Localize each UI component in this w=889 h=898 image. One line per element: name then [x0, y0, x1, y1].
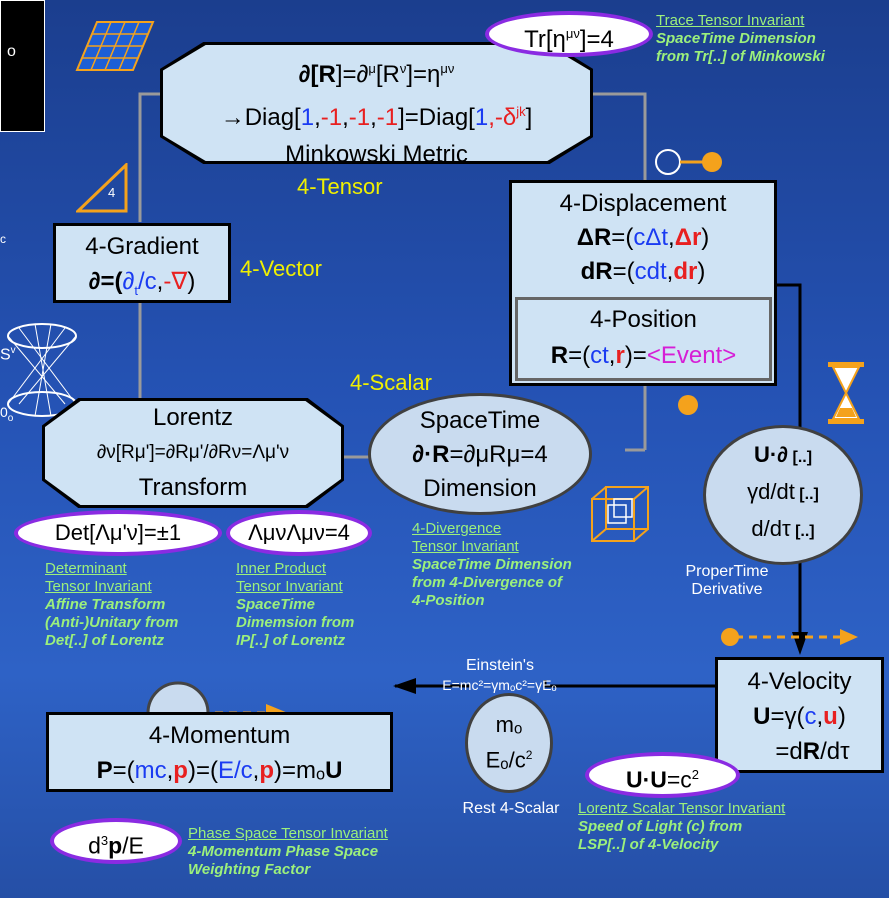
- position-formula: R=(ct,r)=<Event>: [550, 342, 737, 369]
- grid-icon: [75, 21, 155, 71]
- left-edge-zero: 0o: [0, 404, 14, 424]
- tensor-line-2: →Diag[1,-1,-1,-1]=Diag[1,-δjk]: [220, 104, 533, 131]
- left-panel: o: [0, 0, 45, 132]
- velocity-derivative: =dR/dτ: [775, 738, 850, 765]
- uop-line-2: γd/dt [..]: [747, 479, 819, 504]
- momentum-title: 4-Momentum: [148, 722, 291, 749]
- rest-energy: Eₒ/c2: [485, 747, 533, 773]
- rest-mass: mₒ: [495, 712, 523, 737]
- spacetime-title: SpaceTime: [419, 407, 541, 434]
- spacetime-formula: ∂·R=∂μRμ=4: [412, 441, 548, 468]
- lorentz-transform-box[interactable]: [42, 398, 344, 508]
- tensor-line-1: ∂[R]=∂μ[Rν]=ημν: [298, 61, 455, 88]
- velocity-formula: U=γ(c,u): [753, 703, 846, 730]
- label-4-tensor: 4-Tensor: [297, 174, 383, 199]
- rest-scalar-label: Rest 4-Scalar: [462, 800, 560, 817]
- lorentz-subtitle: Transform: [138, 474, 248, 501]
- spacetime-dimension-ellipse[interactable]: SpaceTime ∂·R=∂μRμ=4 Dimension: [368, 393, 592, 515]
- 4-position-box[interactable]: 4-Position R=(ct,r)=<Event>: [515, 297, 772, 381]
- determinant-pill[interactable]: Det[Λμ'ν]=±1: [14, 510, 222, 556]
- displacement-title: 4-Displacement: [559, 190, 727, 217]
- tensor-title: Minkowski Metric: [285, 141, 468, 168]
- spacetime-subtitle: Dimension: [423, 475, 537, 502]
- displacement-differential: dR=(cdt,dr): [580, 258, 706, 285]
- rest-mass-ellipse[interactable]: mₒ Eₒ/c2: [465, 693, 553, 793]
- cube-icon: [591, 486, 649, 542]
- phase-space-pill[interactable]: d3p/E: [50, 818, 182, 864]
- 4-momentum-box[interactable]: 4-Momentum P=(mc,p)=(E/c,p)=mₒU: [46, 712, 393, 792]
- gradient-title: 4-Gradient: [85, 233, 199, 260]
- lorentz-title: Lorentz: [152, 404, 234, 431]
- 4-gradient-box[interactable]: 4-Gradient ∂=(∂t/c,-∇): [53, 223, 231, 303]
- label-4-scalar: 4-Scalar: [350, 370, 432, 395]
- gradient-formula: ∂=(∂t/c,-∇): [88, 268, 196, 298]
- einstein-equation: E=mc²=γmₒc²=γEₒ: [442, 677, 557, 693]
- inner-product-pill[interactable]: ΛμνΛμν=4: [226, 510, 372, 556]
- uop-line-3: d/dτ [..]: [751, 516, 815, 541]
- hourglass-icon: [828, 362, 864, 424]
- momentum-formula: P=(mc,p)=(E/c,p)=mₒU: [96, 757, 343, 784]
- minkowski-tensor-box[interactable]: [160, 42, 593, 164]
- displacement-delta: ΔR=(cΔt,Δr): [576, 224, 710, 251]
- left-edge-sv: Sv: [0, 345, 16, 364]
- proper-time-derivative-ellipse[interactable]: U·∂ [..] γd/dt [..] d/dτ [..]: [703, 425, 863, 565]
- velocity-invariant-pill[interactable]: U·U=c2: [585, 752, 740, 798]
- position-title: 4-Position: [590, 306, 697, 333]
- uop-line-1: U·∂ [..]: [753, 442, 813, 467]
- left-panel-letter: o: [7, 43, 16, 60]
- lorentz-formula: ∂ν[Rμ']=∂Rμ'/∂Rν=Λμ'ν: [96, 442, 290, 463]
- lorentz-content: Lorentz ∂ν[Rμ']=∂Rμ'/∂Rν=Λμ'ν Transform: [42, 400, 344, 505]
- label-4-vector: 4-Vector: [240, 256, 322, 281]
- triangle-label: 4: [108, 185, 116, 200]
- velocity-title: 4-Velocity: [747, 668, 852, 695]
- hyperboloid-icon: [7, 323, 77, 417]
- einstein-label: Einstein's: [466, 657, 534, 674]
- minkowski-tensor-content: ∂[R]=∂μ[Rν]=ημν →Diag[1,-1,-1,-1]=Diag[1…: [160, 50, 593, 173]
- left-edge-c: c: [0, 232, 6, 246]
- 4-velocity-box[interactable]: 4-Velocity U=γ(c,u) =dR/dτ: [715, 657, 884, 773]
- triangle-icon: [76, 163, 128, 213]
- trace-pill[interactable]: Tr[ημν]=4: [485, 11, 653, 57]
